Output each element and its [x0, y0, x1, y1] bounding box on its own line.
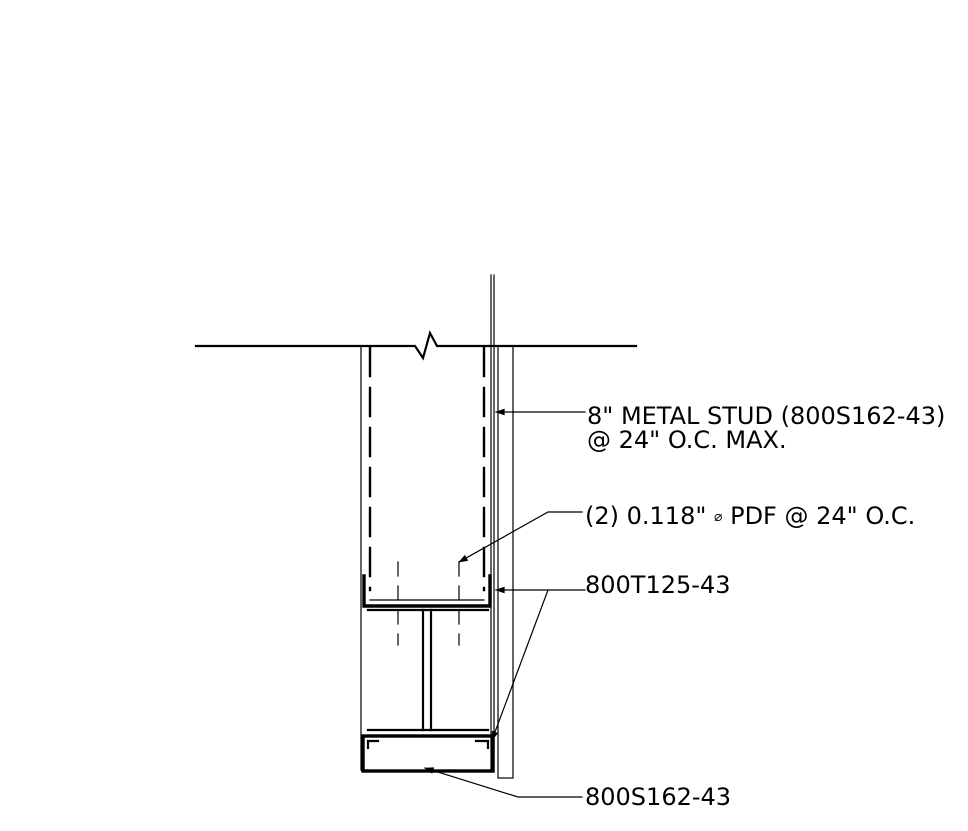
note-metal-stud-line1: 8" METAL STUD (800S162-43)	[587, 402, 946, 430]
track-800T125-43	[362, 574, 492, 608]
note-track: 800T125-43	[585, 571, 731, 599]
leader-pdf	[458, 511, 583, 563]
note-pdf: (2) 0.118" ⌀ PDF @ 24" O.C.	[585, 504, 915, 529]
bottom-stud-lip-right	[474, 739, 490, 750]
break-line	[194, 330, 638, 361]
sheathing-panel	[497, 345, 514, 779]
diameter-icon: ⌀	[714, 509, 723, 525]
note-bottom-stud: 800S162-43	[585, 783, 732, 811]
note-metal-stud-line2: @ 24" O.C. MAX.	[587, 426, 787, 454]
bottom-stud-800S162-43	[361, 734, 495, 773]
bottom-stud-lip-left	[366, 739, 380, 750]
note-pdf-qty: (2) 0.118"	[585, 502, 707, 530]
leader-track-2	[491, 589, 549, 741]
note-pdf-rest: PDF @ 24" O.C.	[730, 502, 916, 530]
note-metal-stud: 8" METAL STUD (800S162-43) @ 24" O.C. MA…	[587, 404, 945, 452]
leader-bottom-stud	[424, 767, 583, 798]
